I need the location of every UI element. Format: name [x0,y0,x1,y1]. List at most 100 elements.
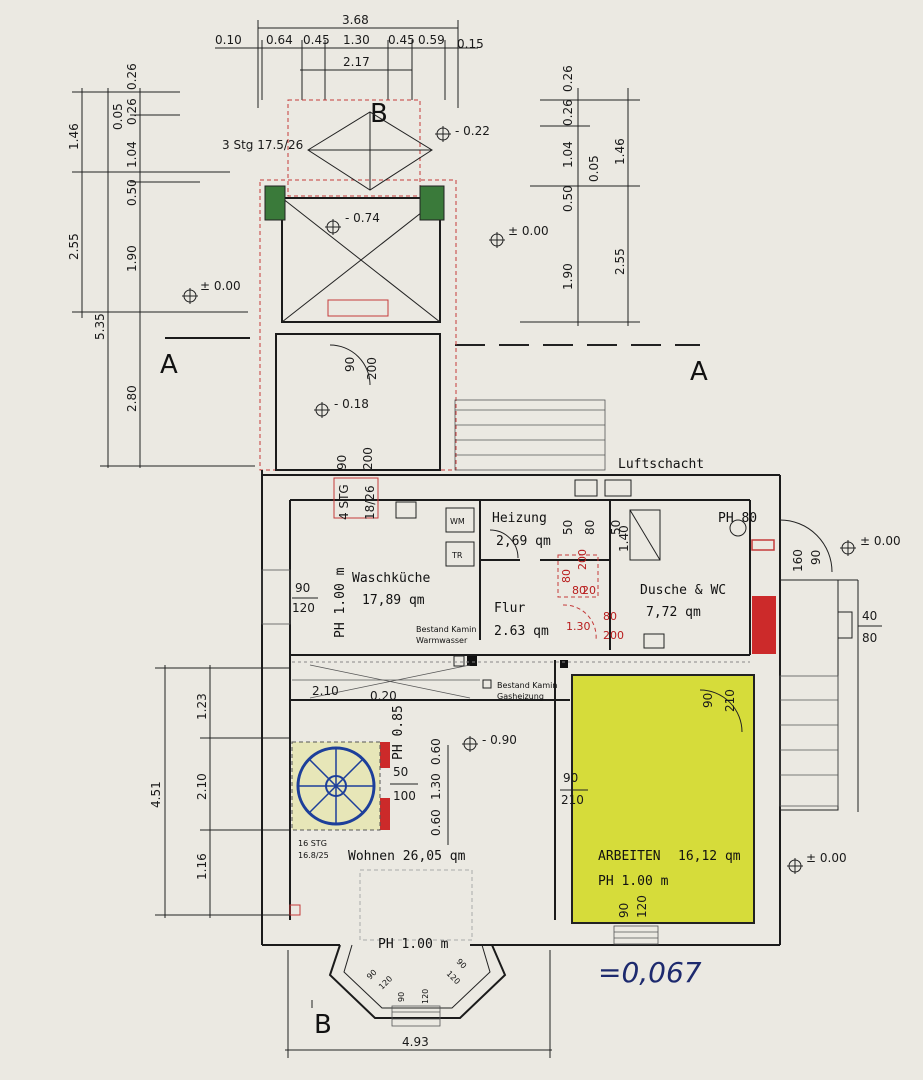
level-000-c: ± 0.00 [860,534,901,548]
vestibule-door-swing [329,344,371,386]
right-dim-2: 1.04 [561,141,575,168]
note-kamin2b: Gasheizung [497,692,544,701]
stair-lower-1: 16.8/25 [298,851,329,860]
room-wohnen-ph: PH 1.00 m [378,937,449,952]
dim-seg-1: 0.64 [266,33,293,47]
room-heizung-area: 2,69 qm [496,534,551,549]
door-2b: 200 [361,447,375,470]
stair-mid-1: 18/26 [363,485,377,520]
dim-020: 0.20 [370,689,397,703]
left-dim-6: 2.55 [67,233,81,260]
red-2: 200 [576,549,589,570]
door-6b: 210 [723,689,737,712]
room-waschkueche-area: 17,89 qm [362,593,425,608]
room-flur: Flur [494,601,525,616]
door-9a: 160 [791,549,805,572]
room-dusche: Dusche & WC [640,583,726,598]
note-kamin1: Bestand Kamin [416,625,476,634]
lower-dim-0: 1.23 [195,693,209,720]
outside-stair-right [454,399,606,471]
dim-seg-2: 0.45 [303,33,330,47]
room-waschkueche: Waschküche [352,571,430,586]
room-dusche-area: 7,72 qm [646,605,701,620]
door-7b: 210 [561,793,584,807]
level-000-d: ± 0.00 [806,851,847,865]
bay-d15a: 90 [397,992,406,1002]
note-kamin1b: Warmwasser [416,636,468,645]
door-2a: 90 [335,455,349,470]
dim-seg-3: 1.30 [343,33,370,47]
room-dusche-ph: PH 80 [718,511,757,526]
top-dimension-chain: 3.68 0.10 0.64 0.45 1.30 0.45 0.59 0.15 … [215,13,484,108]
section-b-top: B [370,99,388,129]
red-4: 20 [582,584,596,597]
stair-mid-0: 4 STG [337,484,351,520]
red-3: 80 [572,584,586,597]
dim-210: 2.10 [312,684,339,698]
level-090: - 0.90 [482,733,517,747]
left-dim-0: 1.46 [67,123,81,150]
room-waschkueche-ph: PH 1.00 m [333,567,348,638]
door-18: 50 [609,520,623,535]
room-flur-area: 2.63 qm [494,624,549,639]
right-dim-0: 0.26 [561,65,575,92]
section-a-right: A [690,357,708,387]
lower-dim-2: 4.51 [149,781,163,808]
right-dim-3: 0.05 [587,155,601,182]
door-6a: 90 [701,693,715,708]
room-arbeiten: ARBEITEN [598,849,661,864]
door-19a: 90 [617,903,631,918]
door-17: 1.40 [617,525,631,552]
level-markers [182,126,856,874]
lower-dim-3: 1.16 [195,853,209,880]
dim-inner: 2.17 [343,55,370,69]
washer-icon [445,507,475,533]
left-dim-4: 0.26 [125,63,139,90]
left-dim-8: 5.35 [93,313,107,340]
level-022: - 0.22 [455,124,490,138]
room-wohnen: Wohnen 26,05 qm [348,849,466,864]
lower-left-dimension-chain: 1.23 2.10 4.51 1.16 [149,665,290,918]
section-b-bottom: B [314,1010,332,1040]
door-5b: 100 [393,789,416,803]
door-4a: 50 [561,520,575,535]
room-luftschacht: Luftschacht [618,457,704,472]
dim-seg-4: 0.45 [388,33,415,47]
door-3a: 90 [295,581,310,595]
room-heizung: Heizung [492,511,547,526]
stair-top-label: 3 Stg 17.5/26 [222,138,303,152]
sink-icon [395,501,417,519]
door-4b: 80 [583,520,597,535]
handwritten-note: =0,067 [598,956,702,989]
left-dim-9: 2.80 [125,385,139,412]
door-1b: 200 [365,357,379,380]
appliance-wm: WM [450,517,465,526]
bay-d15b: 120 [421,989,430,1004]
left-dim-7: 1.90 [125,245,139,272]
left-dimension-chain: 1.46 0.05 1.04 0.26 0.26 0.50 2.55 1.90 … [67,63,255,468]
room-arbeiten-ph: PH 1.00 m [598,874,669,889]
east-entrance [779,519,859,812]
red-wall-segment [752,596,776,654]
left-dim-2: 1.04 [125,141,139,168]
bay-window [328,944,507,1027]
dryer-icon [445,541,475,567]
dim-060-b: 0.60 [429,809,443,836]
section-a-left: A [160,350,178,380]
door-1a: 90 [343,357,357,372]
room-wohnen-ph2: PH 0.85 [391,705,406,760]
level-000-b: ± 0.00 [508,224,549,238]
red-6: 200 [603,629,624,642]
room-arbeiten-area: 16,12 qm [678,849,741,864]
bottom-dimension: 4.93 [285,950,552,1058]
door-9b: 90 [809,550,823,565]
lower-dim-1: 2.10 [195,773,209,800]
level-074: - 0.74 [345,211,380,225]
appliance-tr: TR [451,551,463,560]
right-dim-7: 2.55 [613,248,627,275]
door-19b: 120 [635,895,649,918]
vestibule [275,333,441,471]
door-7a: 90 [563,771,578,785]
level-000-a: ± 0.00 [200,279,241,293]
door-8b: 80 [862,631,877,645]
